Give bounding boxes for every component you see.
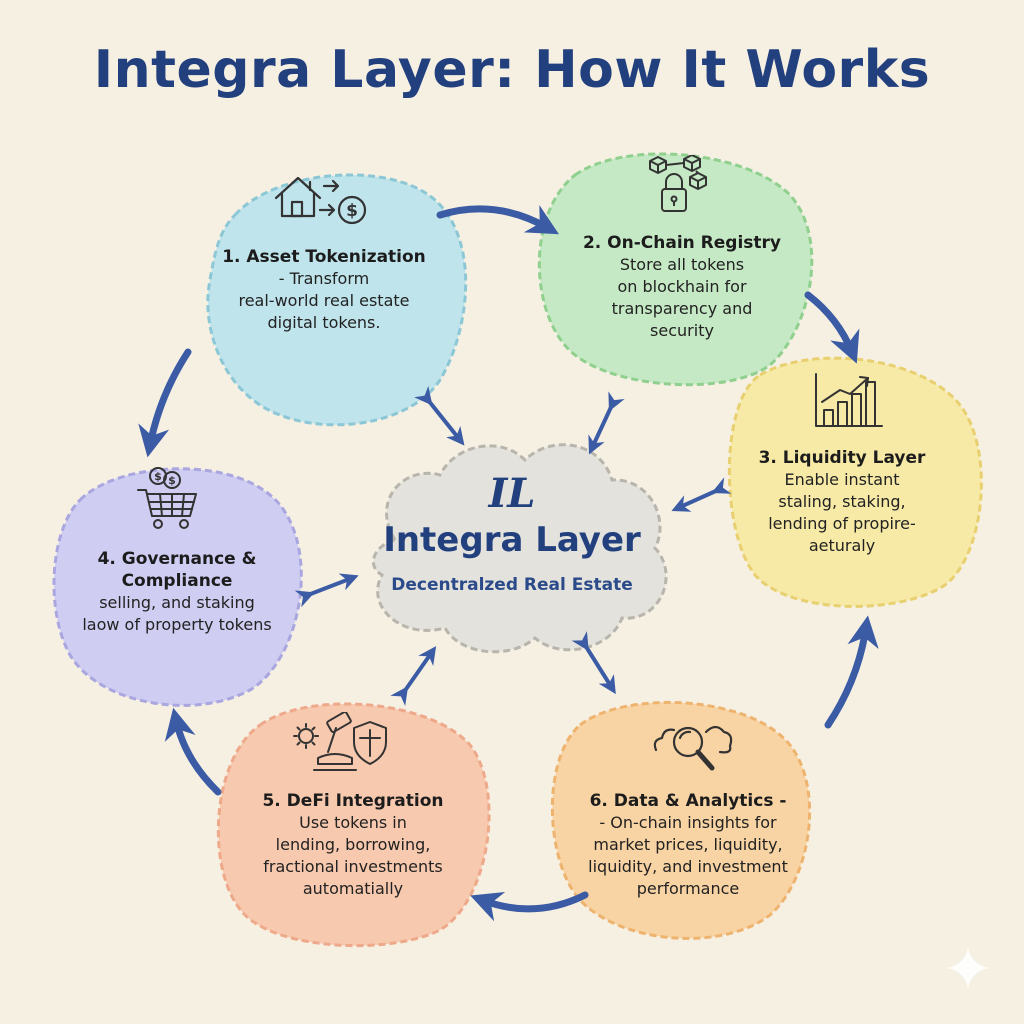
gear-gavel-shield-icon (293, 712, 387, 771)
sparkle-icon (947, 947, 989, 989)
node-heading: 2. On-Chain Registry (582, 233, 782, 253)
node-blob-governance (52, 467, 303, 707)
arrow-center-node-2 (588, 391, 625, 455)
bar-chart-growth-icon (815, 373, 883, 427)
node-line: digital tokens. (267, 313, 381, 332)
arrow-center-node-4 (294, 573, 359, 608)
node-line: Enable instant (784, 470, 900, 489)
house-to-dollar-icon: $ (274, 176, 367, 225)
page-title: Integra Layer: How It Works (93, 40, 931, 100)
node-line: lending, borrowing, (275, 835, 431, 854)
arrow-5-to-4 (164, 707, 222, 796)
arrow-center-node-5 (390, 646, 437, 707)
node-blob-defi-integration (216, 702, 491, 948)
node-line: laow of property tokens (82, 615, 272, 634)
node-line: market prices, liquidity, (593, 835, 783, 854)
node-on-chain-registry: 2. On-Chain Registry Store all tokens on… (572, 232, 792, 342)
center-logo: IL (488, 470, 536, 517)
node-line: lending of propire- (768, 514, 916, 533)
blockchain-lock-icon (649, 155, 707, 212)
node-line: selling, and staking (99, 593, 255, 612)
node-line: security (650, 321, 714, 340)
node-line: real-world real estate (238, 291, 410, 310)
arrow-center-node-3 (671, 477, 732, 512)
center-title: Integra Layer (383, 520, 641, 560)
node-line: - On-chain insights for (599, 813, 777, 832)
node-data-analytics: 6. Data & Analytics - - On-chain insight… (576, 790, 800, 900)
svg-text:$: $ (168, 474, 176, 487)
magnifier-cloud-icon (653, 725, 733, 771)
node-heading: 5. DeFi Integration (262, 791, 444, 811)
node-asset-tokenization: 1. Asset Tokenization - Transform real-w… (214, 246, 434, 334)
node-blob-liquidity-layer (727, 356, 983, 608)
node-line: - Transform (278, 269, 370, 288)
arrow-6-to-3 (824, 615, 879, 729)
node-line: Compliance (121, 571, 233, 591)
svg-text:$: $ (346, 201, 358, 221)
node-line: Use tokens in (299, 813, 407, 832)
node-line: aeturaly (808, 536, 876, 555)
node-line: fractional investments (263, 857, 443, 876)
node-line: transparency and (611, 299, 753, 318)
node-line: on blockhain for (617, 277, 747, 296)
arrow-1-to-4 (138, 348, 192, 458)
arrow-2-to-3 (804, 291, 860, 364)
node-blob-data-analytics (550, 700, 812, 940)
svg-text:$: $ (154, 470, 162, 483)
node-line: staling, staking, (778, 492, 906, 511)
center-subtitle: Decentralzed Real Estate (391, 575, 633, 595)
node-governance: 4. Governance & Compliance selling, and … (62, 548, 292, 636)
center-cloud (371, 443, 668, 654)
arrow-6-to-5 (470, 891, 589, 922)
node-defi-integration: 5. DeFi Integration Use tokens in lendin… (238, 790, 468, 900)
node-line: automatially (302, 879, 404, 898)
node-heading: 1. Asset Tokenization (222, 247, 426, 267)
node-heading: 3. Liquidity Layer (758, 448, 926, 468)
node-liquidity-layer: 3. Liquidity Layer Enable instant stalin… (742, 447, 942, 557)
node-heading: 4. Governance & (97, 549, 257, 569)
node-heading: 6. Data & Analytics - (589, 791, 787, 811)
node-line: liquidity, and investment (588, 857, 788, 876)
shopping-cart-coins-icon: $ $ (137, 467, 197, 529)
node-blob-on-chain-registry (537, 152, 814, 387)
arrow-center-node-6 (571, 631, 616, 695)
arrow-center-node-1 (414, 385, 465, 446)
node-line: performance (636, 879, 740, 898)
arrow-1-to-2 (436, 204, 559, 235)
node-line: Store all tokens (619, 255, 745, 274)
